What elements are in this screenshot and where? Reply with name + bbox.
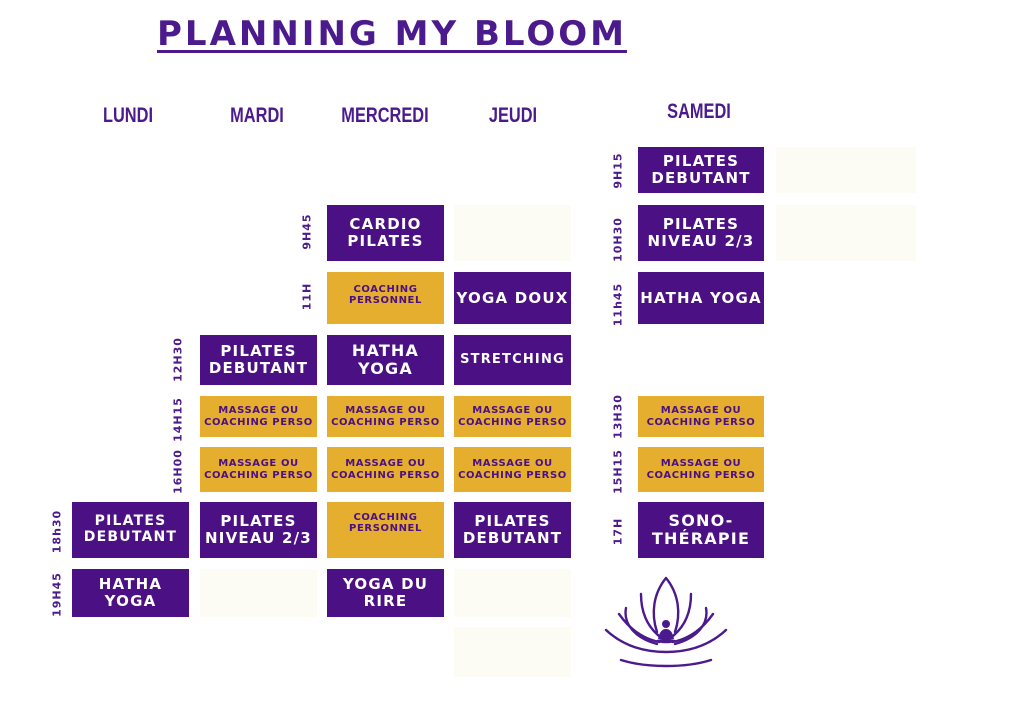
class-massage-coaching[interactable]: MASSAGE OU COACHING PERSO xyxy=(638,447,764,492)
class-yoga-doux[interactable]: YOGA DOUX xyxy=(454,272,571,324)
class-massage-coaching[interactable]: MASSAGE OU COACHING PERSO xyxy=(200,396,317,437)
class-sono-therapie[interactable]: SONO-THÉRAPIE xyxy=(638,502,764,558)
time-label-15h15: 15H15 xyxy=(611,449,625,494)
time-label-9h15: 9H15 xyxy=(611,152,625,189)
empty-slot xyxy=(454,627,571,677)
class-hatha-yoga[interactable]: HATHA YOGA xyxy=(327,335,444,385)
day-header-mardi: MARDI xyxy=(230,104,284,127)
class-coaching-personnel[interactable]: COACHING PERSONNEL xyxy=(327,502,444,558)
class-stretching[interactable]: STRETCHING xyxy=(454,335,571,385)
empty-slot xyxy=(776,147,916,193)
time-label-17h: 17H xyxy=(611,517,625,546)
class-massage-coaching[interactable]: MASSAGE OU COACHING PERSO xyxy=(454,396,571,437)
class-hatha-yoga[interactable]: HATHA YOGA xyxy=(72,569,189,617)
empty-slot xyxy=(200,569,317,617)
class-pilates-niveau-2-3[interactable]: PILATES NIVEAU 2/3 xyxy=(638,205,764,261)
class-yoga-du-rire[interactable]: YOGA DU RIRE xyxy=(327,569,444,617)
day-header-jeudi: JEUDI xyxy=(488,104,538,127)
time-label-12h30: 12H30 xyxy=(171,337,185,382)
time-label-11h45: 11h45 xyxy=(611,282,625,327)
class-massage-coaching[interactable]: MASSAGE OU COACHING PERSO xyxy=(454,447,571,492)
time-label-9h45: 9H45 xyxy=(300,213,314,250)
class-pilates-debutant[interactable]: PILATES DEBUTANT xyxy=(200,335,317,385)
lotus-meditation-icon xyxy=(604,576,728,668)
class-hatha-yoga[interactable]: HATHA YOGA xyxy=(638,272,764,324)
time-label-16h00: 16H00 xyxy=(171,449,185,494)
time-label-13h30: 13H30 xyxy=(611,394,625,439)
page-title: PLANNING MY BLOOM xyxy=(157,14,627,54)
empty-slot xyxy=(454,569,571,617)
time-label-18h30: 18h30 xyxy=(50,509,64,554)
class-coaching-personnel[interactable]: COACHING PERSONNEL xyxy=(327,272,444,324)
class-massage-coaching[interactable]: MASSAGE OU COACHING PERSO xyxy=(638,396,764,437)
time-label-10h30: 10H30 xyxy=(611,217,625,262)
time-label-11h: 11H xyxy=(300,282,314,311)
time-label-19h45: 19H45 xyxy=(50,572,64,617)
class-pilates-debutant[interactable]: PILATES DEBUTANT xyxy=(638,147,764,193)
class-pilates-debutant[interactable]: PILATES DEBUTANT xyxy=(72,502,189,558)
day-header-lundi: LUNDI xyxy=(102,104,154,127)
class-pilates-niveau-2-3[interactable]: PILATES NIVEAU 2/3 xyxy=(200,502,317,558)
class-cardio-pilates[interactable]: CARDIO PILATES xyxy=(327,205,444,261)
empty-slot xyxy=(454,205,571,261)
day-header-samedi: SAMEDI xyxy=(667,100,731,123)
class-massage-coaching[interactable]: MASSAGE OU COACHING PERSO xyxy=(327,396,444,437)
day-header-mercredi: MERCREDI xyxy=(341,104,429,127)
time-label-14h15: 14H15 xyxy=(171,397,185,442)
class-pilates-debutant[interactable]: PILATES DEBUTANT xyxy=(454,502,571,558)
class-massage-coaching[interactable]: MASSAGE OU COACHING PERSO xyxy=(200,447,317,492)
class-massage-coaching[interactable]: MASSAGE OU COACHING PERSO xyxy=(327,447,444,492)
empty-slot xyxy=(776,205,916,261)
